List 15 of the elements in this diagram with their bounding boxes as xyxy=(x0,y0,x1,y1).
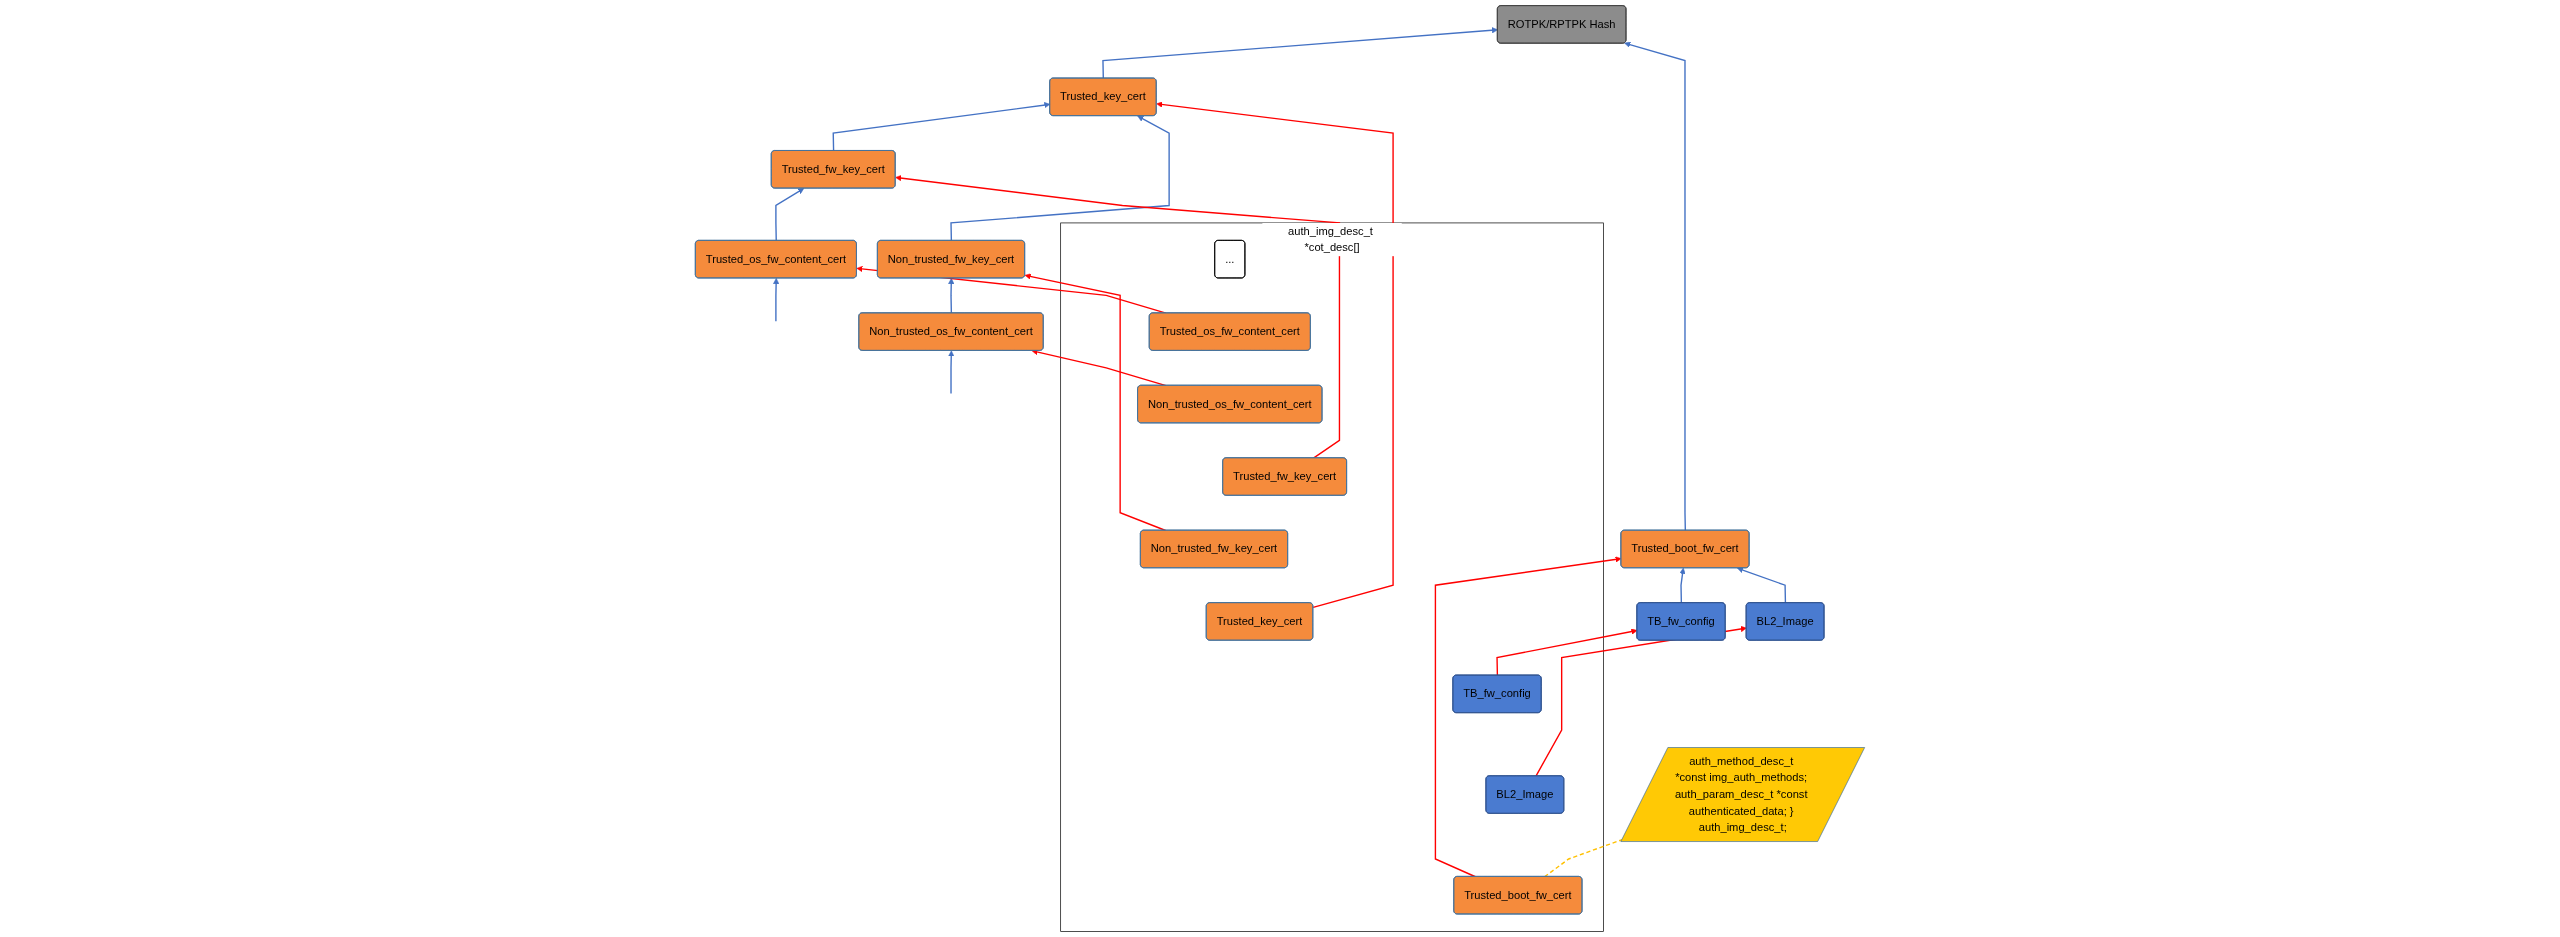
arrow xyxy=(1679,567,1686,604)
arrow xyxy=(1434,556,1622,878)
arrow xyxy=(950,115,1170,242)
arrow xyxy=(1156,101,1394,608)
arrow xyxy=(832,102,1051,152)
arrow xyxy=(1496,628,1638,677)
arrow xyxy=(1024,273,1167,532)
arrow xyxy=(1102,27,1498,80)
arrow xyxy=(1624,41,1687,532)
arrow xyxy=(895,175,1341,459)
arrow xyxy=(773,278,780,322)
arrow xyxy=(1737,567,1787,604)
arrow xyxy=(775,188,805,242)
arrow xyxy=(948,350,955,395)
arrow xyxy=(948,278,955,314)
